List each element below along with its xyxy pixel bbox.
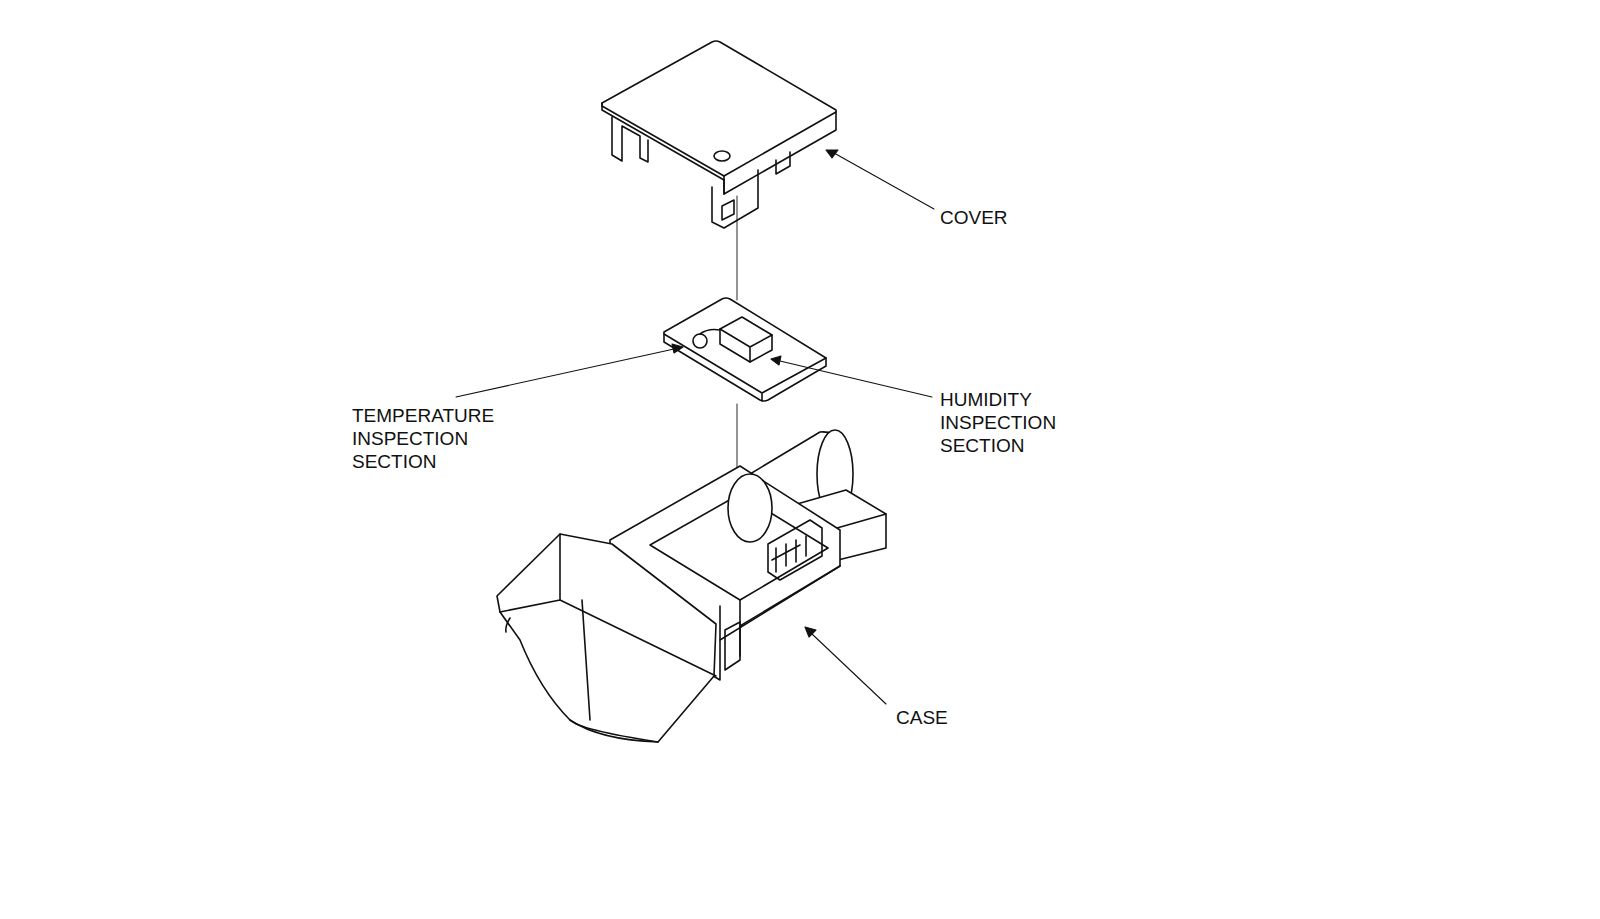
part-label: COVER	[940, 206, 1140, 229]
case-part	[497, 430, 886, 742]
part-label: CASE	[896, 706, 1096, 729]
sensor-board	[664, 298, 826, 401]
leader-lines	[456, 150, 934, 704]
part-label: HUMIDITY INSPECTION SECTION	[940, 388, 1105, 457]
center-line	[737, 196, 738, 300]
cover-part	[602, 41, 836, 228]
part-label: TEMPERATURE INSPECTION SECTION	[352, 404, 517, 473]
